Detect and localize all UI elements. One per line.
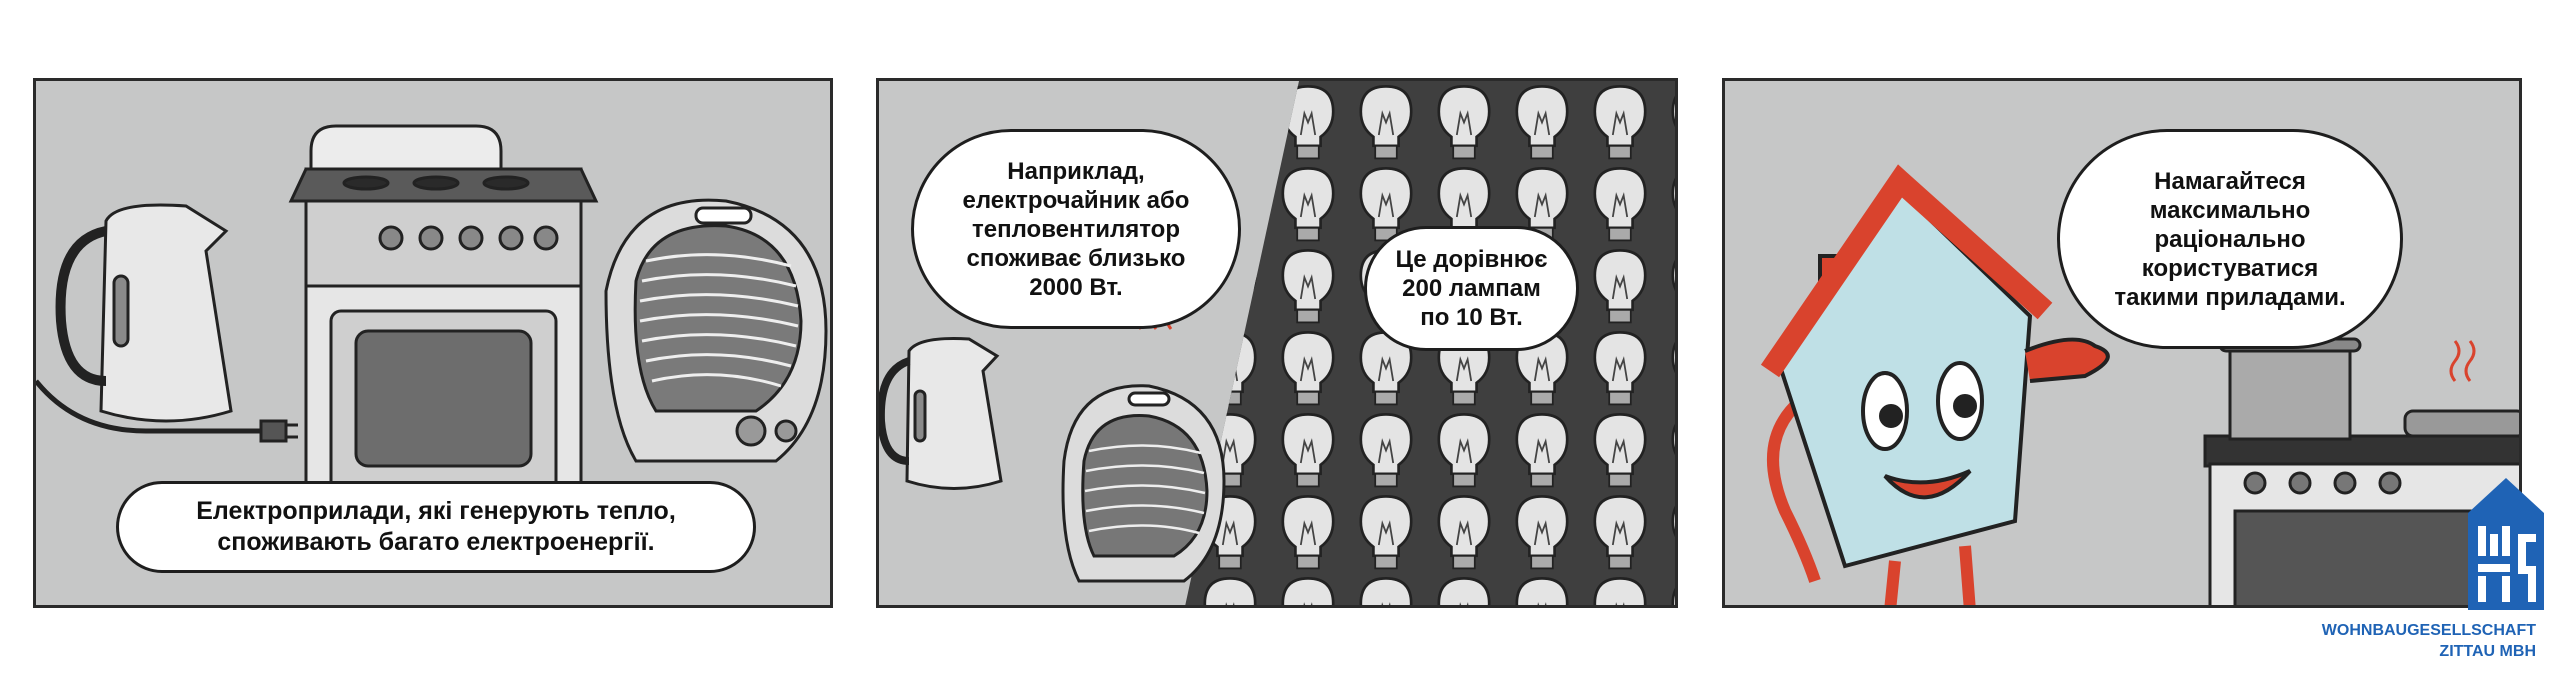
house-mascot-icon bbox=[1760, 164, 2110, 605]
fan-heater-icon bbox=[1061, 384, 1226, 583]
company-name-line2: ZITTAU MBH bbox=[2439, 643, 2536, 660]
company-logo-icon bbox=[2468, 478, 2544, 610]
comic-panel-2: Наприклад, електрочайник або тепловентил… bbox=[876, 78, 1678, 608]
kettle-icon bbox=[36, 203, 298, 443]
comic-panel-3: Намагайтеся максимально раціонально кори… bbox=[1722, 78, 2522, 608]
speech-bubble-bulbs: Це дорівнює 200 лампам по 10 Вт. bbox=[1364, 226, 1579, 351]
company-name: WOHNBAUGESELLSCHAFT ZITTAU MBH bbox=[2322, 620, 2536, 662]
speech-bubble-example: Наприклад, електрочайник або тепловентил… bbox=[911, 129, 1241, 329]
heat-waves-icon bbox=[2449, 340, 2476, 382]
comic-panel-1: Електроприлади, які генерують тепло, спо… bbox=[33, 78, 833, 608]
speech-bubble-advice: Намагайтеся максимально раціонально кори… bbox=[2057, 129, 2403, 349]
fan-heater-icon bbox=[604, 198, 828, 463]
company-name-line1: WOHNBAUGESELLSCHAFT bbox=[2321, 622, 2536, 639]
kettle-icon bbox=[879, 337, 1003, 490]
caption-bubble: Електроприлади, які генерують тепло, спо… bbox=[116, 481, 756, 573]
